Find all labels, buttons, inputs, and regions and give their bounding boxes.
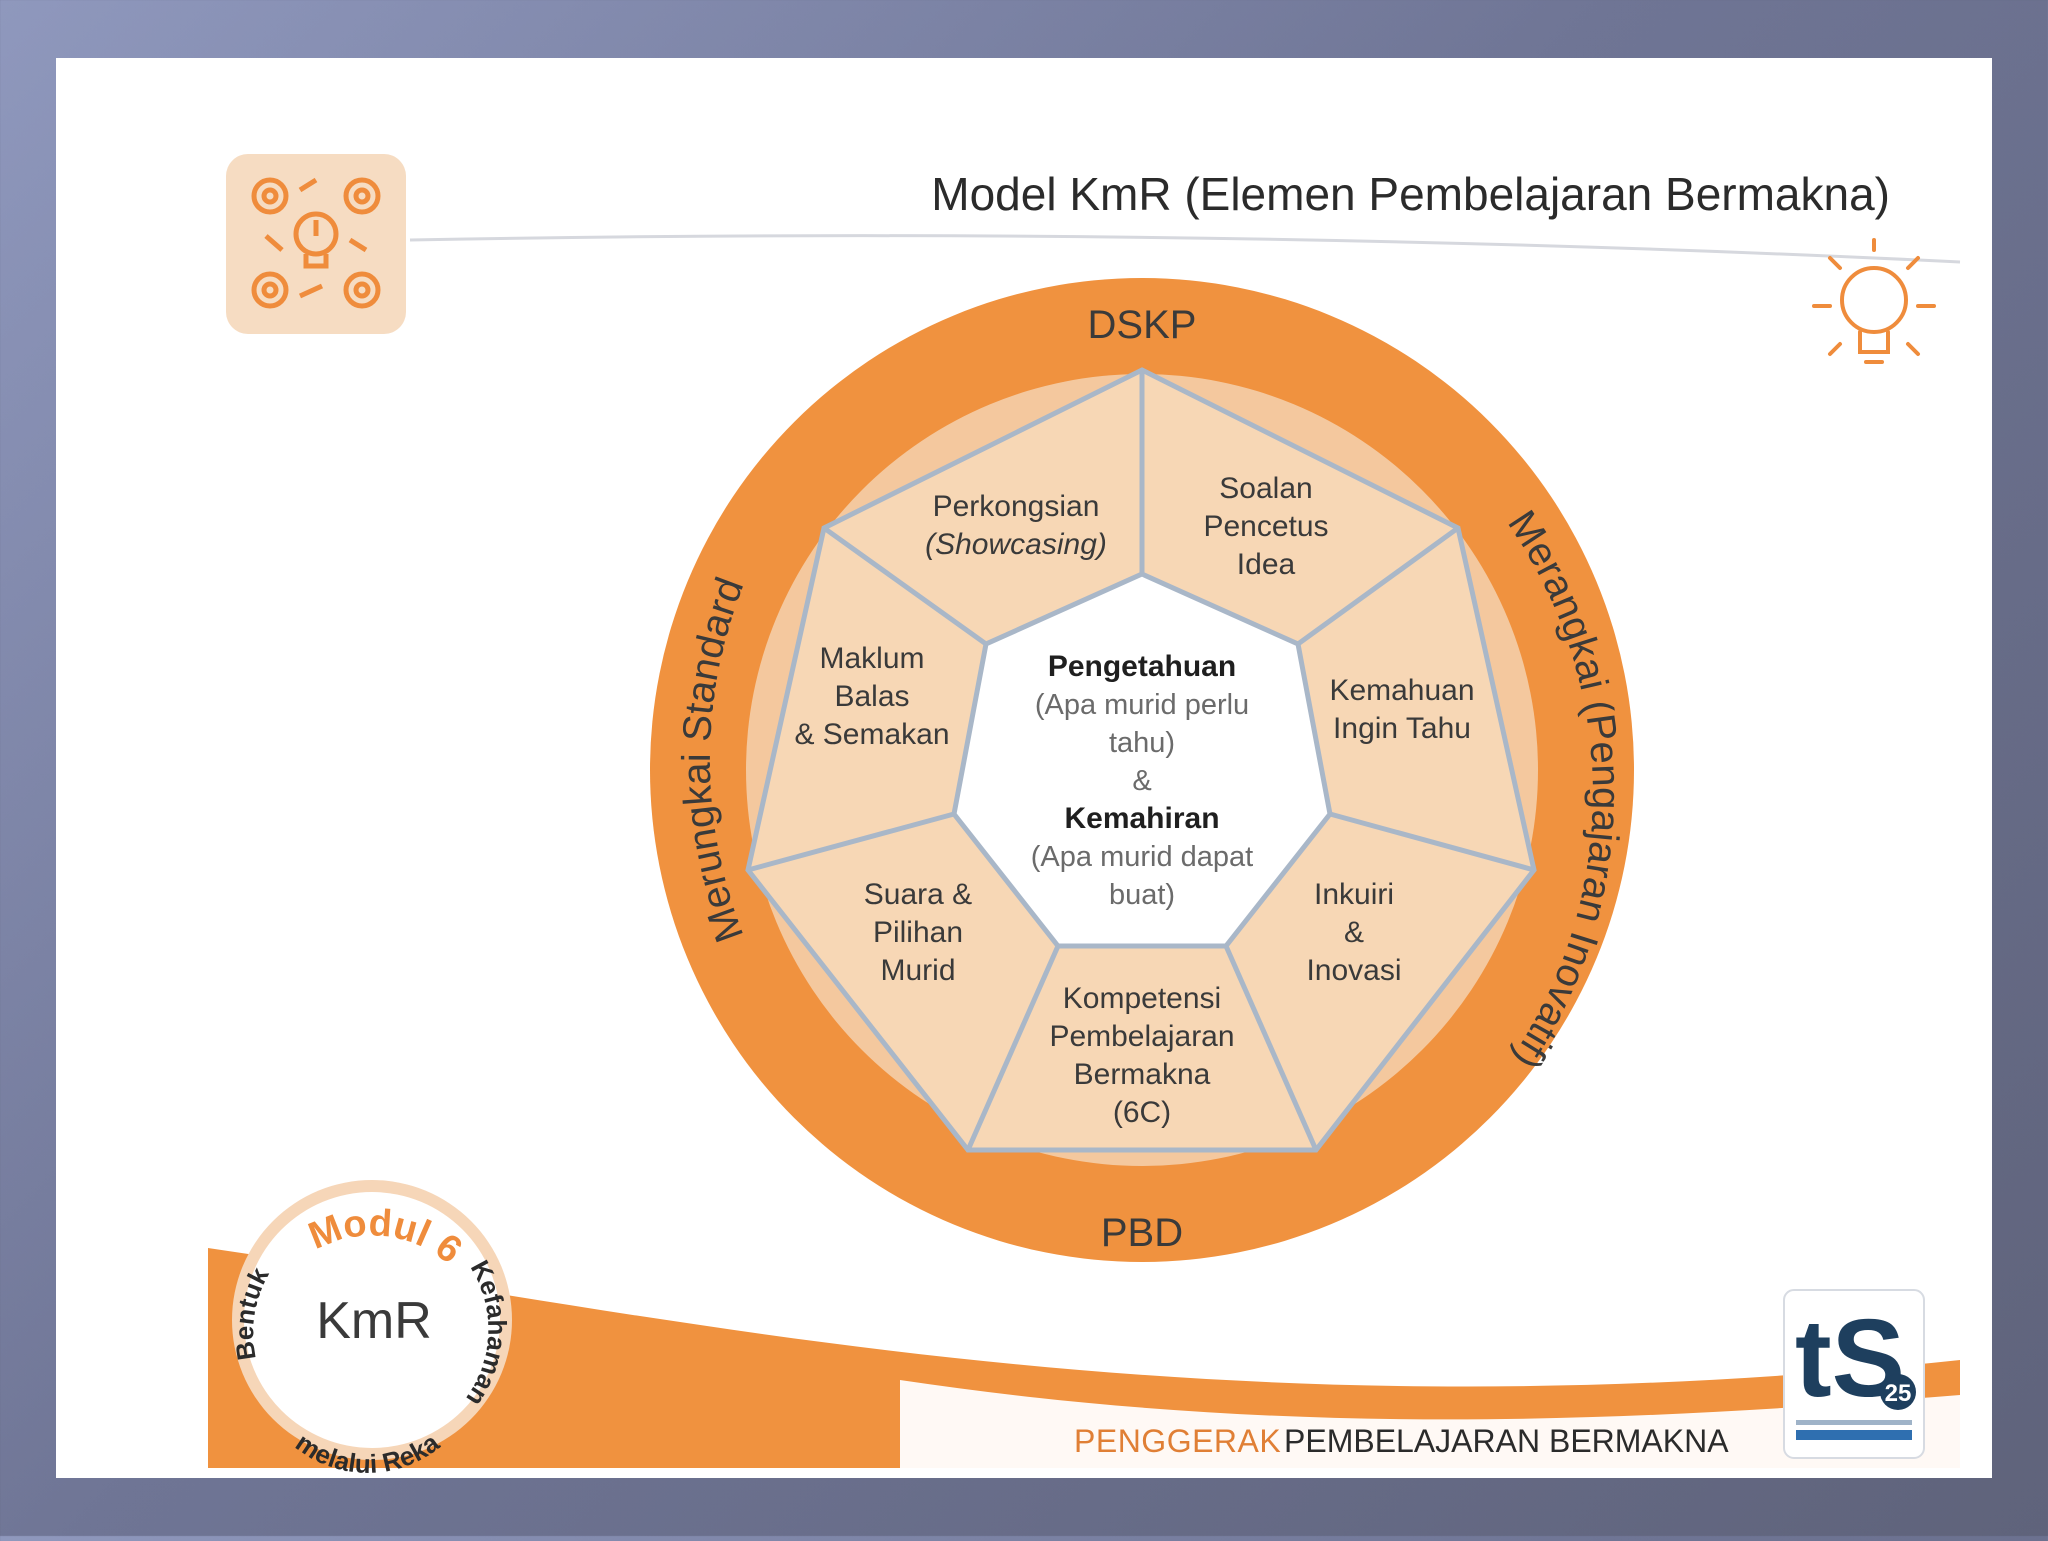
kmr-diagram: DSKP PBD Merungkai Standard Merangkai (P… bbox=[650, 278, 1634, 1262]
segment-suara-line: Murid bbox=[880, 954, 955, 987]
ring-label-top: DSKP bbox=[1088, 303, 1197, 347]
segment-inkuiri: Inkuiri & Inovasi bbox=[1306, 878, 1401, 987]
modul-badge: Modul 6 Bentuk Kefahaman melalui Reka Km… bbox=[229, 1180, 512, 1479]
center-line-4: & bbox=[1132, 765, 1151, 797]
ring-label-bottom: PBD bbox=[1101, 1211, 1183, 1255]
footer-wave-cut bbox=[900, 1380, 1960, 1468]
center-line-3: tahu) bbox=[1109, 727, 1175, 759]
segment-soalan-line: Idea bbox=[1237, 548, 1296, 581]
segment-kompetensi-line: Pembelajaran bbox=[1049, 1020, 1234, 1053]
segment-kemahuan-line: Ingin Tahu bbox=[1333, 712, 1471, 745]
logo-number-text: 25 bbox=[1885, 1380, 1912, 1407]
badge-disc bbox=[244, 1192, 500, 1448]
segment-kompetensi-line: Kompetensi bbox=[1063, 982, 1221, 1015]
gears-lightbulb-icon bbox=[226, 154, 406, 334]
footer-text-pembelajaran: PEMBELAJARAN BERMAKNA bbox=[1284, 1423, 1729, 1459]
segment-soalan-line: Soalan bbox=[1219, 472, 1312, 505]
segment-perkongsian-line: Perkongsian bbox=[933, 490, 1100, 523]
page-title: Model KmR (Elemen Pembelajaran Bermakna) bbox=[931, 168, 1890, 220]
badge-kmr-text: KmR bbox=[316, 1292, 432, 1350]
segment-soalan-line: Pencetus bbox=[1203, 510, 1328, 543]
segment-maklum-line: Balas bbox=[834, 680, 909, 713]
center-line-6: (Apa murid dapat bbox=[1031, 841, 1253, 873]
footer-text-penggerak: PENGGERAK bbox=[1074, 1423, 1281, 1459]
segment-kompetensi-line: Bermakna bbox=[1074, 1058, 1211, 1091]
center-line-1: Pengetahuan bbox=[1048, 650, 1236, 683]
center-line-2: (Apa murid perlu bbox=[1035, 689, 1249, 721]
ts25-logo: tS 25 bbox=[1783, 1289, 1925, 1459]
segment-inkuiri-line: & bbox=[1344, 916, 1364, 949]
inner-heptagon bbox=[951, 571, 1333, 949]
segment-soalan: Soalan Pencetus Idea bbox=[1203, 472, 1328, 581]
segment-suara-line: Suara & bbox=[864, 878, 972, 911]
center-line-5: Kemahiran bbox=[1064, 802, 1219, 835]
segment-suara-line: Pilihan bbox=[873, 916, 963, 949]
segment-inkuiri-line: Inovasi bbox=[1306, 954, 1401, 987]
segment-suara: Suara & Pilihan Murid bbox=[864, 878, 972, 987]
center-line-7: buat) bbox=[1109, 879, 1175, 911]
segment-perkongsian: Perkongsian (Showcasing) bbox=[925, 490, 1107, 561]
segment-kemahuan-line: Kemahuan bbox=[1329, 674, 1474, 707]
segment-kompetensi: Kompetensi Pembelajaran Bermakna (6C) bbox=[1049, 982, 1234, 1129]
center-text: Pengetahuan (Apa murid perlu tahu) & Kem… bbox=[1031, 650, 1253, 911]
footer-wave bbox=[208, 1248, 1960, 1468]
segment-kemahuan: Kemahuan Ingin Tahu bbox=[1329, 674, 1474, 745]
segment-kompetensi-line: (6C) bbox=[1113, 1096, 1171, 1129]
segment-perkongsian-line: (Showcasing) bbox=[925, 528, 1107, 561]
segment-inkuiri-line: Inkuiri bbox=[1314, 878, 1394, 911]
segment-maklum: Maklum Balas & Semakan bbox=[794, 642, 949, 751]
title-rule bbox=[409, 234, 1961, 264]
segment-maklum-line: & Semakan bbox=[794, 718, 949, 751]
lightbulb-icon bbox=[1812, 238, 1936, 364]
segment-maklum-line: Maklum bbox=[819, 642, 924, 675]
